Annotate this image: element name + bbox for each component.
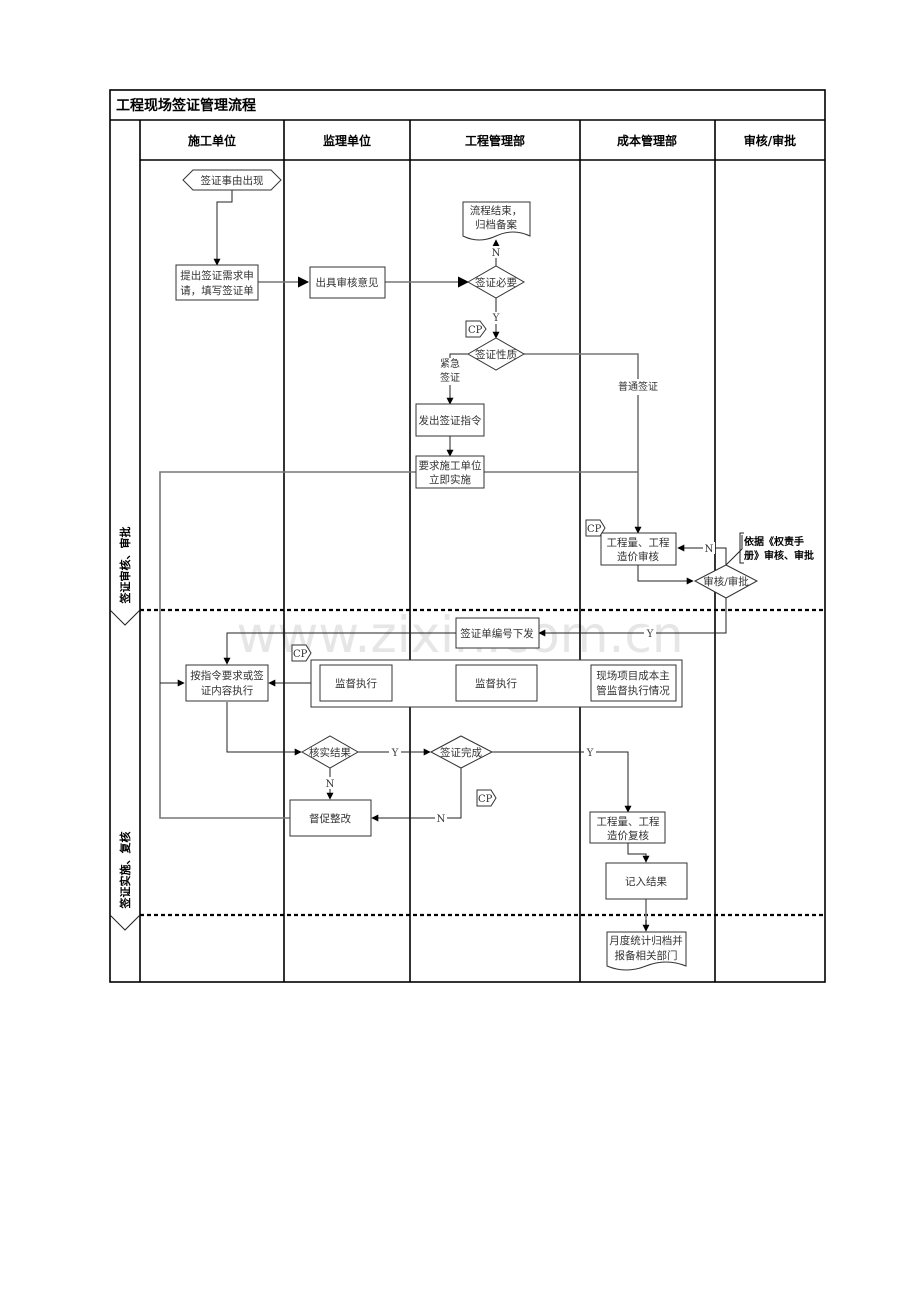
node-record[interactable]: 记入结果 [605, 862, 688, 900]
svg-text:造价复核: 造价复核 [607, 829, 649, 842]
phase-label-implement: 签证实施、复核 [118, 832, 132, 910]
cp-marker-4: CP [476, 789, 497, 807]
node-cost-review[interactable]: 工程量、工程 造价审核 [600, 532, 677, 566]
lane-header-engineering: 工程管理部 [465, 133, 525, 148]
svg-text:请，填写签证单: 请，填写签证单 [180, 284, 254, 297]
svg-text:核实结果: 核实结果 [309, 746, 351, 759]
node-supervise-1[interactable]: 监督执行 [319, 664, 393, 702]
decision-necessary[interactable]: 签证必要 [466, 265, 526, 299]
label-approve-no: N [705, 544, 714, 555]
svg-text:证内容执行: 证内容执行 [201, 684, 254, 697]
phase-review-approval: 签证审核、审批 [109, 527, 141, 626]
node-execute[interactable]: 按指令要求或签 证内容执行 [185, 664, 269, 702]
svg-text:立即实施: 立即实施 [429, 473, 471, 486]
decision-verify[interactable]: 核实结果 [300, 735, 360, 769]
label-urgent-1: 紧急 [440, 357, 460, 370]
label-necessary-yes: Y [492, 313, 500, 324]
lane-header-cost: 成本管理部 [617, 133, 677, 148]
svg-text:签证必要: 签证必要 [475, 276, 517, 289]
phase-implementation-recheck: 签证实施、复核 [109, 832, 141, 931]
svg-text:CP: CP [478, 794, 493, 805]
svg-text:监督执行: 监督执行 [475, 677, 517, 690]
flow-labels: N Y 紧急 签证 普通签证 N Y Y N Y N [324, 246, 715, 825]
node-rectify[interactable]: 督促整改 [289, 799, 372, 837]
decision-approve[interactable]: 审核/审批 [693, 564, 759, 599]
svg-text:CP: CP [293, 649, 308, 660]
node-cost-supervise[interactable]: 现场项目成本主 管监督执行情况 [590, 664, 677, 702]
svg-text:报备相关部门: 报备相关部门 [615, 949, 678, 962]
decision-nature[interactable]: 签证性质 [466, 337, 526, 371]
label-normal: 普通签证 [618, 380, 658, 393]
svg-text:CP: CP [468, 325, 483, 336]
svg-text:签证性质: 签证性质 [475, 348, 517, 361]
page-title: 工程现场签证管理流程 [116, 97, 256, 114]
lane-header-supervisor: 监理单位 [323, 133, 371, 148]
node-issue-order[interactable]: 发出签证指令 [415, 403, 485, 437]
svg-text:记入结果: 记入结果 [625, 875, 667, 888]
svg-text:出具审核意见: 出具审核意见 [316, 276, 379, 289]
svg-text:现场项目成本主: 现场项目成本主 [596, 669, 670, 682]
svg-text:发出签证指令: 发出签证指令 [419, 414, 482, 427]
svg-text:工程量、工程: 工程量、工程 [607, 537, 670, 549]
cp-marker-1: CP [465, 320, 487, 338]
svg-text:签证事由出现: 签证事由出现 [201, 174, 264, 187]
svg-text:归档备案: 归档备案 [475, 218, 517, 231]
node-require-impl[interactable]: 要求施工单位 立即实施 [415, 455, 485, 489]
cp-marker-2: CP [585, 519, 606, 537]
svg-text:月度统计归档并: 月度统计归档并 [609, 934, 683, 947]
svg-text:依据《权责手: 依据《权责手 [744, 535, 804, 548]
node-supervise-2[interactable]: 监督执行 [455, 664, 538, 702]
svg-text:流程结束，: 流程结束， [470, 204, 523, 217]
svg-text:按指令要求或签: 按指令要求或签 [190, 669, 264, 682]
node-recheck[interactable]: 工程量、工程 造价复核 [589, 811, 666, 844]
svg-text:签证单编号下发: 签证单编号下发 [460, 627, 534, 640]
phase-label-review: 签证审核、审批 [118, 527, 132, 605]
label-complete-no: N [437, 814, 446, 825]
annotation-basis: 依据《权责手 册》审核、审批 [739, 532, 814, 564]
node-number-issue[interactable]: 签证单编号下发 [455, 617, 540, 649]
label-verify-yes: Y [391, 748, 399, 759]
label-urgent-2: 签证 [440, 371, 460, 384]
label-complete-yes: Y [586, 748, 594, 759]
svg-text:册》审核、审批: 册》审核、审批 [744, 549, 814, 562]
svg-text:CP: CP [587, 524, 602, 535]
label-verify-no: N [326, 779, 335, 790]
swimlane-grid [109, 89, 826, 983]
svg-text:审核/审批: 审核/审批 [703, 575, 749, 588]
node-end-archive[interactable]: 流程结束， 归档备案 [462, 201, 531, 241]
label-necessary-no: N [492, 248, 501, 259]
node-monthly-archive[interactable]: 月度统计归档并 报备相关部门 [606, 931, 687, 971]
node-start[interactable]: 签证事由出现 [182, 169, 282, 191]
svg-text:造价审核: 造价审核 [617, 550, 659, 563]
svg-text:提出签证需求申: 提出签证需求申 [180, 269, 254, 282]
lane-header-approval: 审核/审批 [744, 133, 796, 148]
svg-text:督促整改: 督促整改 [309, 812, 351, 825]
connectors [159, 190, 743, 932]
svg-text:监督执行: 监督执行 [335, 677, 377, 690]
decision-complete[interactable]: 签证完成 [429, 735, 494, 769]
label-approve-yes: Y [646, 629, 654, 640]
svg-text:管监督执行情况: 管监督执行情况 [596, 684, 670, 697]
cp-marker-3: CP [291, 644, 312, 662]
lane-header-construction: 施工单位 [188, 133, 236, 148]
svg-text:签证完成: 签证完成 [440, 746, 482, 759]
node-supervisor-opinion[interactable]: 出具审核意见 [309, 266, 386, 299]
svg-text:要求施工单位: 要求施工单位 [419, 459, 482, 472]
node-apply[interactable]: 提出签证需求申 请，填写签证单 [175, 264, 259, 301]
svg-text:工程量、工程: 工程量、工程 [597, 816, 660, 828]
